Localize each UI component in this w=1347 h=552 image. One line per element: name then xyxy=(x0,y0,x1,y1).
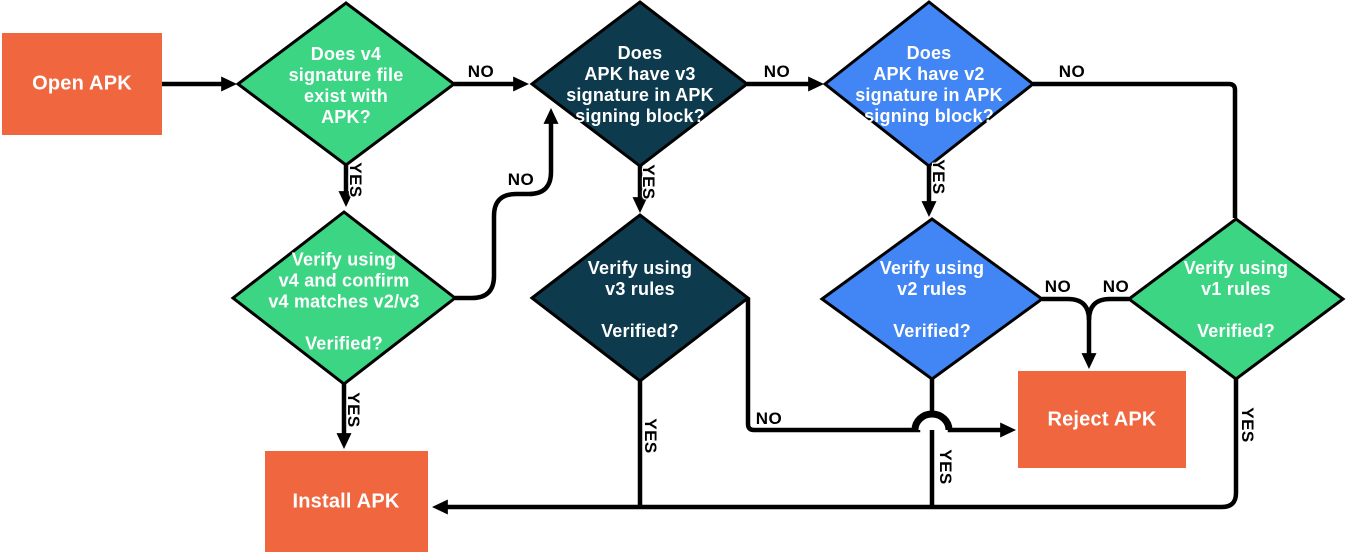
decision-verify-v2-shape xyxy=(819,217,1045,381)
decision-v4-file-label: Does v4 signature file exist with APK? xyxy=(288,44,404,127)
terminal-install-apk-shape xyxy=(265,451,428,552)
edge-label-v2block-yes: YES xyxy=(929,159,948,195)
edge-label-v4file-yes: YES xyxy=(346,162,365,198)
edge-verifyv2-no-path xyxy=(1042,296,1097,369)
edge-label-v3block-no: NO xyxy=(763,62,791,81)
process-open-apk-shape xyxy=(2,33,162,135)
terminal-install-apk-label: Install APK xyxy=(292,490,400,513)
connector-group xyxy=(162,76,1239,515)
decision-verify-v3-shape xyxy=(529,213,751,383)
decision-v3-block-label: Does APK have v3 signature in APK signin… xyxy=(566,43,714,126)
edge-label-verifyv4-yes: YES xyxy=(344,392,363,428)
decision-v4-file-shape xyxy=(235,1,457,167)
decision-verify-v1-shape xyxy=(1126,217,1346,381)
decision-verify-v3-label: Verify using v3 rules Verified? xyxy=(587,258,693,341)
edge-verifyv1-yes-rail-path xyxy=(432,379,1239,515)
process-nodes xyxy=(2,33,1186,552)
edge-label-verifyv4-no: NO xyxy=(507,170,535,189)
edge-label-verifyv2-yes: YES xyxy=(936,449,955,485)
decision-verify-v2-label: Verify using v2 rules Verified? xyxy=(879,258,985,341)
edge-label-verifyv2-no: NO xyxy=(1044,277,1072,296)
decision-v2-block-shape xyxy=(822,0,1036,168)
terminal-reject-apk-label: Reject APK xyxy=(1047,408,1157,431)
edge-label-verifyv3-yes: YES xyxy=(641,418,660,454)
terminal-reject-apk-shape xyxy=(1018,371,1186,468)
line-hop-bridge xyxy=(911,410,953,431)
edge-verifyv4-no-path xyxy=(455,108,559,301)
decision-v2-block-label: Does APK have v2 signature in APK signin… xyxy=(855,43,1003,126)
edge-label-v4file-no: NO xyxy=(467,62,495,81)
edge-label-v2block-no: NO xyxy=(1058,62,1086,81)
decision-v3-block-shape xyxy=(529,0,750,168)
edge-verifyv1-no-path xyxy=(1086,296,1129,321)
edge-v2check-no-path xyxy=(1033,81,1238,218)
edge-label-verifyv1-yes: YES xyxy=(1238,407,1257,443)
edge-label-verifyv1-no: NO xyxy=(1102,277,1130,296)
decision-verify-v1-label: Verify using v1 rules Verified? xyxy=(1183,258,1289,341)
edge-label-verifyv3-no: NO xyxy=(755,409,783,428)
decision-verify-v4-shape xyxy=(230,210,458,386)
edge-label-v3block-yes: YES xyxy=(639,164,658,200)
decision-nodes xyxy=(230,0,1346,386)
decision-verify-v4-label: Verify using v4 and confirm v4 matches v… xyxy=(268,249,420,354)
process-open-apk-label: Open APK xyxy=(32,72,132,95)
